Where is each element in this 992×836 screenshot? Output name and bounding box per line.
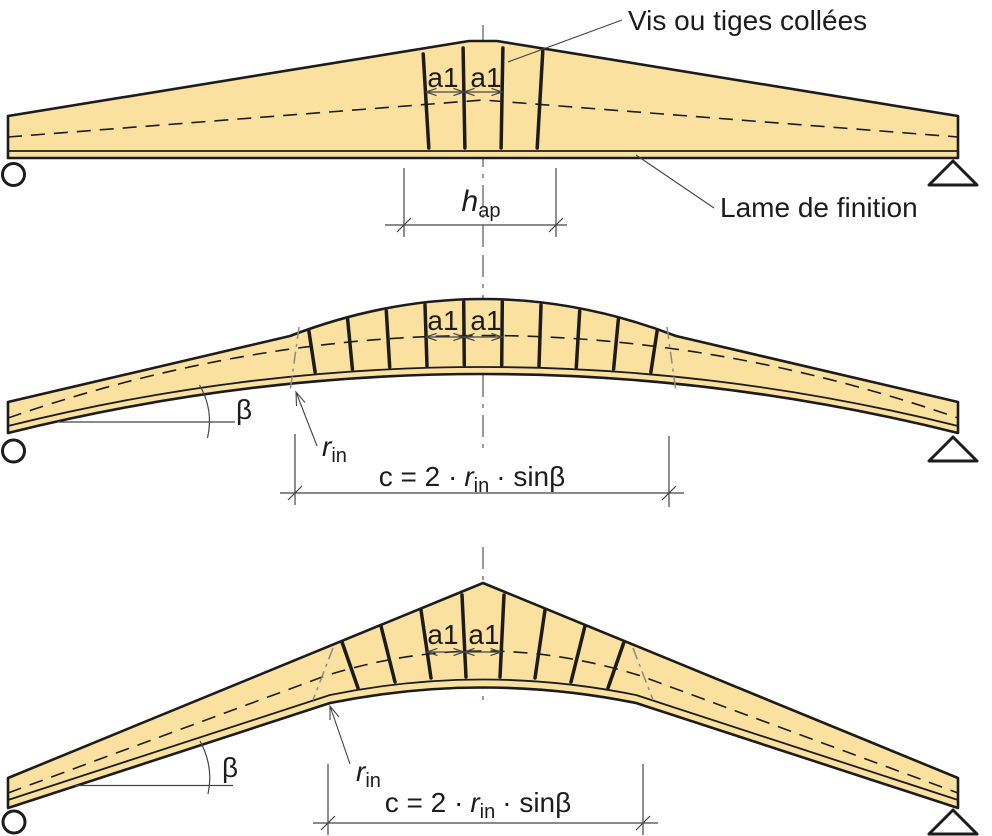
screw-line xyxy=(379,624,397,684)
beam-outline xyxy=(6,581,960,810)
screw-line xyxy=(307,329,317,374)
rin-leader-line xyxy=(295,391,318,447)
screw-line xyxy=(461,46,467,150)
c-prefix: c = 2 · xyxy=(385,787,464,818)
tangent-mark-left xyxy=(312,647,334,701)
screws-label: Vis ou tiges collées xyxy=(628,5,867,36)
a1-arrowhead xyxy=(462,87,475,97)
c-tick xyxy=(320,815,336,831)
screw-line xyxy=(611,317,621,371)
lamella-leader-line xyxy=(635,154,715,209)
a1-arrowhead xyxy=(490,647,503,657)
c-suffix: · sinβ xyxy=(496,461,565,492)
screw-line xyxy=(533,608,547,680)
rin-arrowhead xyxy=(295,390,306,407)
screw-line xyxy=(569,624,587,684)
screw-line xyxy=(535,49,545,150)
c-r: r xyxy=(464,461,475,492)
screw-line xyxy=(649,329,659,374)
rin-subscript: in xyxy=(365,770,381,792)
a1-arrowhead xyxy=(491,87,504,97)
hap-base: h xyxy=(462,185,479,218)
neutral-axis-dashed xyxy=(7,334,959,419)
screw-line xyxy=(606,640,626,690)
screw-line xyxy=(423,303,429,368)
rin-base: r xyxy=(322,431,333,462)
beta-angle-arc xyxy=(199,740,211,795)
screw-line xyxy=(499,300,505,367)
beam-outline xyxy=(6,297,960,435)
a1-label-left: a1 xyxy=(427,305,458,336)
screws-leader-line xyxy=(507,19,623,63)
rin-label: rin xyxy=(356,756,381,792)
screw-line xyxy=(499,46,505,150)
a1-arrowhead xyxy=(462,647,475,657)
pinned-support-triangle xyxy=(927,435,979,463)
screw-line xyxy=(498,593,506,679)
screw-line xyxy=(537,303,543,368)
screw-line xyxy=(340,640,360,690)
c-prefix: c = 2 · xyxy=(379,461,458,492)
hap-subscript: ap xyxy=(478,200,500,222)
a1-arrowhead xyxy=(491,332,504,342)
a1-label-right: a1 xyxy=(470,62,501,93)
a1-label-left: a1 xyxy=(427,62,458,93)
neutral-axis-dashed xyxy=(7,650,959,794)
hap-label: hap xyxy=(462,185,501,222)
c-tick xyxy=(287,485,303,501)
figure-curved-beam: a1 a1 β rin c = 2 ·rin· sinβ xyxy=(1,255,979,507)
tangent-mark-right xyxy=(666,326,677,393)
rin-subscript: in xyxy=(331,445,347,467)
c-formula-label: c = 2 ·rin · sinβ xyxy=(379,461,566,497)
figure-pitched-cambered-beam: a1 a1 β rin c = 2 ·rin· sinβ xyxy=(1,547,979,836)
c-r-subscript: in xyxy=(474,475,490,497)
rin-base: r xyxy=(356,756,367,787)
screw-line xyxy=(421,52,431,150)
c-formula-label: c = 2 ·rin · sinβ xyxy=(385,787,572,823)
hap-tick xyxy=(548,217,564,233)
c-suffix: · sinβ xyxy=(502,787,571,818)
finishing-lamella-line xyxy=(7,678,959,801)
a1-label-right: a1 xyxy=(470,305,501,336)
a1-arrowhead xyxy=(424,87,437,97)
roller-support-circle xyxy=(1,809,27,835)
rin-label: rin xyxy=(322,431,347,467)
screw-line xyxy=(574,309,582,369)
screw-line xyxy=(419,608,433,680)
roller-support-circle xyxy=(1,162,26,187)
a1-label-right: a1 xyxy=(468,619,499,650)
tangent-mark-left xyxy=(289,326,300,393)
a1-arrowhead xyxy=(424,332,437,342)
c-tick xyxy=(635,815,651,831)
rin-arrowhead xyxy=(329,704,340,720)
hap-tick xyxy=(396,217,412,233)
screw-line xyxy=(460,593,468,679)
figure-tapered-beam: a1 a1 hap Vis ou tiges collées Lame de f… xyxy=(1,5,979,250)
beta-label: β xyxy=(236,394,252,425)
a1-arrowhead xyxy=(425,647,438,657)
beam-outline xyxy=(6,39,960,160)
lamella-label: Lame de finition xyxy=(720,192,918,223)
tangent-mark-right xyxy=(632,647,654,701)
rin-leader-line xyxy=(329,705,351,765)
screw-line xyxy=(461,300,467,367)
neutral-axis-dashed xyxy=(7,99,959,138)
screw-line xyxy=(384,309,392,369)
screw-line xyxy=(345,317,355,371)
c-r-subscript: in xyxy=(480,801,496,823)
c-tick xyxy=(661,485,677,501)
pinned-support-triangle xyxy=(927,808,979,836)
beta-label: β xyxy=(222,752,238,783)
roller-support-circle xyxy=(1,438,26,464)
a1-arrowhead xyxy=(462,332,475,342)
finishing-lamella-line xyxy=(7,366,959,427)
a1-label-left: a1 xyxy=(427,619,458,650)
c-r: r xyxy=(470,787,481,818)
beta-angle-arc xyxy=(198,384,211,439)
pinned-support-triangle xyxy=(927,159,979,187)
